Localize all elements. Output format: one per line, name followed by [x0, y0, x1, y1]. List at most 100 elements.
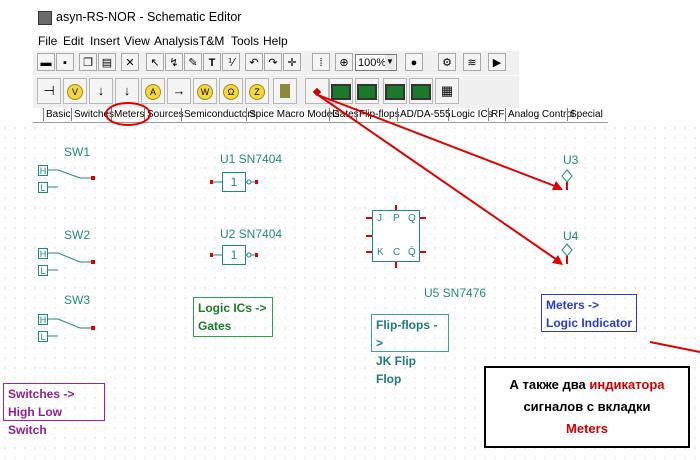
gates-callout-line1: Logic ICs ->: [198, 301, 267, 315]
tab-meters[interactable]: Meters: [111, 108, 145, 121]
ff-pin-c: C: [393, 247, 401, 258]
sw2-switch-symbol: [48, 252, 92, 271]
tab-semiconductors[interactable]: Semiconductors: [181, 108, 256, 121]
diode-icon[interactable]: ▶: [488, 53, 506, 71]
u1-inverter[interactable]: 1: [222, 172, 246, 192]
u2-output-pin: [255, 253, 258, 257]
sw1-switch-symbol: [48, 169, 92, 188]
ff-pin-qbar: Q̄: [408, 247, 416, 258]
u2-inverter[interactable]: 1: [222, 245, 246, 265]
paste-icon[interactable]: ▤: [98, 53, 116, 71]
save-icon[interactable]: ▪: [56, 53, 74, 71]
probe-arrow-icon[interactable]: ↓: [89, 78, 113, 104]
frequency-meter-icon[interactable]: Z: [245, 78, 269, 104]
open-icon[interactable]: ▬: [37, 53, 55, 71]
note-line3: Meters: [566, 421, 608, 436]
tab-logic-ics[interactable]: Logic ICs: [448, 108, 493, 121]
main-toolbar: ▬ ▪ ❐ ▤ ✕ ↖ ↯ ✎ T ⅟ ↶ ↷ ✛ ⁞ ⊕ 100% ▼ ● ⚙…: [33, 50, 519, 75]
u4-indicator-icon: [561, 243, 573, 257]
network-analyzer-icon[interactable]: [383, 78, 407, 104]
u1-bubble: [246, 179, 252, 185]
flipflop-callout: Flip-flops -> JK Flip Flop: [371, 314, 449, 386]
menu-insert[interactable]: Insert: [90, 34, 121, 48]
chevron-down-icon[interactable]: ▼: [385, 55, 395, 69]
impedance-meter-icon[interactable]: Ω: [219, 78, 243, 104]
title-bar: asyn-RS-NOR - Schematic Editor: [0, 0, 700, 30]
sw2-l-pin[interactable]: L: [38, 265, 48, 276]
sw2-h-pin[interactable]: H: [38, 248, 48, 259]
menu-analysis[interactable]: Analysis: [154, 34, 199, 48]
switch-callout-line2: High Low Switch: [8, 405, 62, 437]
tab-flip-flops[interactable]: Flip-flops: [356, 108, 400, 121]
menu-help[interactable]: Help: [263, 34, 288, 48]
tab-rf[interactable]: RF: [488, 108, 504, 121]
oscilloscope-icon[interactable]: [329, 78, 353, 104]
junction-icon[interactable]: ⊣: [37, 78, 61, 104]
logic-analyzer-icon[interactable]: [409, 78, 433, 104]
formula-icon[interactable]: ⅟: [222, 53, 240, 71]
probe-icon[interactable]: ●: [405, 53, 423, 71]
signal-analyzer-icon[interactable]: [355, 78, 379, 104]
tab-special[interactable]: Special: [567, 108, 603, 121]
u3-indicator-icon: [561, 169, 573, 183]
component-icon[interactable]: ⚙: [438, 53, 456, 71]
menu-edit[interactable]: Edit: [63, 34, 84, 48]
sw3-label: SW3: [64, 293, 91, 307]
voltmeter-icon[interactable]: V: [63, 78, 87, 104]
speaker-icon[interactable]: [273, 78, 297, 104]
u2-label: U2 SN7404: [220, 227, 283, 241]
meters-tab-highlight: [105, 102, 151, 126]
current-source-icon[interactable]: →: [167, 78, 191, 104]
sw2-output-pin: [91, 260, 95, 264]
flipflop-callout-line2: JK Flip Flop: [376, 354, 417, 386]
flipflop-callout-line1: Flip-flops ->: [376, 318, 438, 350]
gates-callout: Logic ICs -> Gates: [193, 297, 273, 337]
current-arrow-icon[interactable]: ↓: [115, 78, 139, 104]
resistor-icon[interactable]: ≋: [463, 53, 481, 71]
sw3-output-pin: [91, 326, 95, 330]
u3-label: U3: [563, 153, 579, 167]
redo-icon[interactable]: ↷: [264, 53, 282, 71]
sw1-h-pin[interactable]: H: [38, 165, 48, 176]
tab-analog-control[interactable]: Analog Control: [505, 108, 574, 121]
u2-bubble: [246, 252, 252, 258]
tab-spice-macro-models[interactable]: Spice Macro Models: [246, 108, 340, 121]
u1-label: U1 SN7404: [220, 152, 283, 166]
pencil-icon[interactable]: ✎: [184, 53, 202, 71]
sw1-output-pin: [91, 176, 95, 180]
menu-tm[interactable]: T&M: [199, 34, 225, 48]
wattmeter-icon[interactable]: W: [193, 78, 217, 104]
indicator-callout-line2: Logic Indicator: [546, 316, 633, 330]
sw3-h-pin[interactable]: H: [38, 314, 48, 325]
menu-view[interactable]: View: [124, 34, 150, 48]
ammeter-icon[interactable]: A: [141, 78, 165, 104]
sw3-l-pin[interactable]: L: [38, 331, 48, 342]
app-icon: [38, 11, 52, 25]
u4-label: U4: [563, 229, 579, 243]
ff-pin-j: J: [377, 213, 382, 224]
tab-ad-da-555[interactable]: AD/DA-555: [397, 108, 451, 121]
ff-pin-q: Q: [408, 213, 416, 224]
move-icon[interactable]: ✛: [283, 53, 301, 71]
grid-icon[interactable]: ⁞: [312, 53, 330, 71]
tab-basic[interactable]: Basic: [43, 108, 70, 121]
copy-icon[interactable]: ❐: [79, 53, 97, 71]
sw2-label: SW2: [64, 228, 91, 242]
indicator-callout: Meters -> Logic Indicator: [541, 294, 637, 332]
wire-icon[interactable]: ↯: [165, 53, 183, 71]
tab-sources[interactable]: Sources: [144, 108, 184, 121]
tab-switches[interactable]: Switches: [71, 108, 114, 121]
note-line2: сигналов с вкладки: [523, 399, 651, 414]
u1-output-pin: [255, 180, 258, 184]
text-icon[interactable]: T: [203, 53, 221, 71]
menu-tools[interactable]: Tools: [231, 34, 260, 48]
u5-flipflop[interactable]: J P Q K C Q̄: [372, 210, 420, 262]
zoom-icon[interactable]: ⊕: [335, 53, 353, 71]
sw1-l-pin[interactable]: L: [38, 182, 48, 193]
delete-icon[interactable]: ✕: [121, 53, 139, 71]
menu-file[interactable]: File: [38, 34, 58, 48]
undo-icon[interactable]: ↶: [245, 53, 263, 71]
display-icon[interactable]: ▦: [435, 78, 459, 104]
select-icon[interactable]: ↖: [146, 53, 164, 71]
